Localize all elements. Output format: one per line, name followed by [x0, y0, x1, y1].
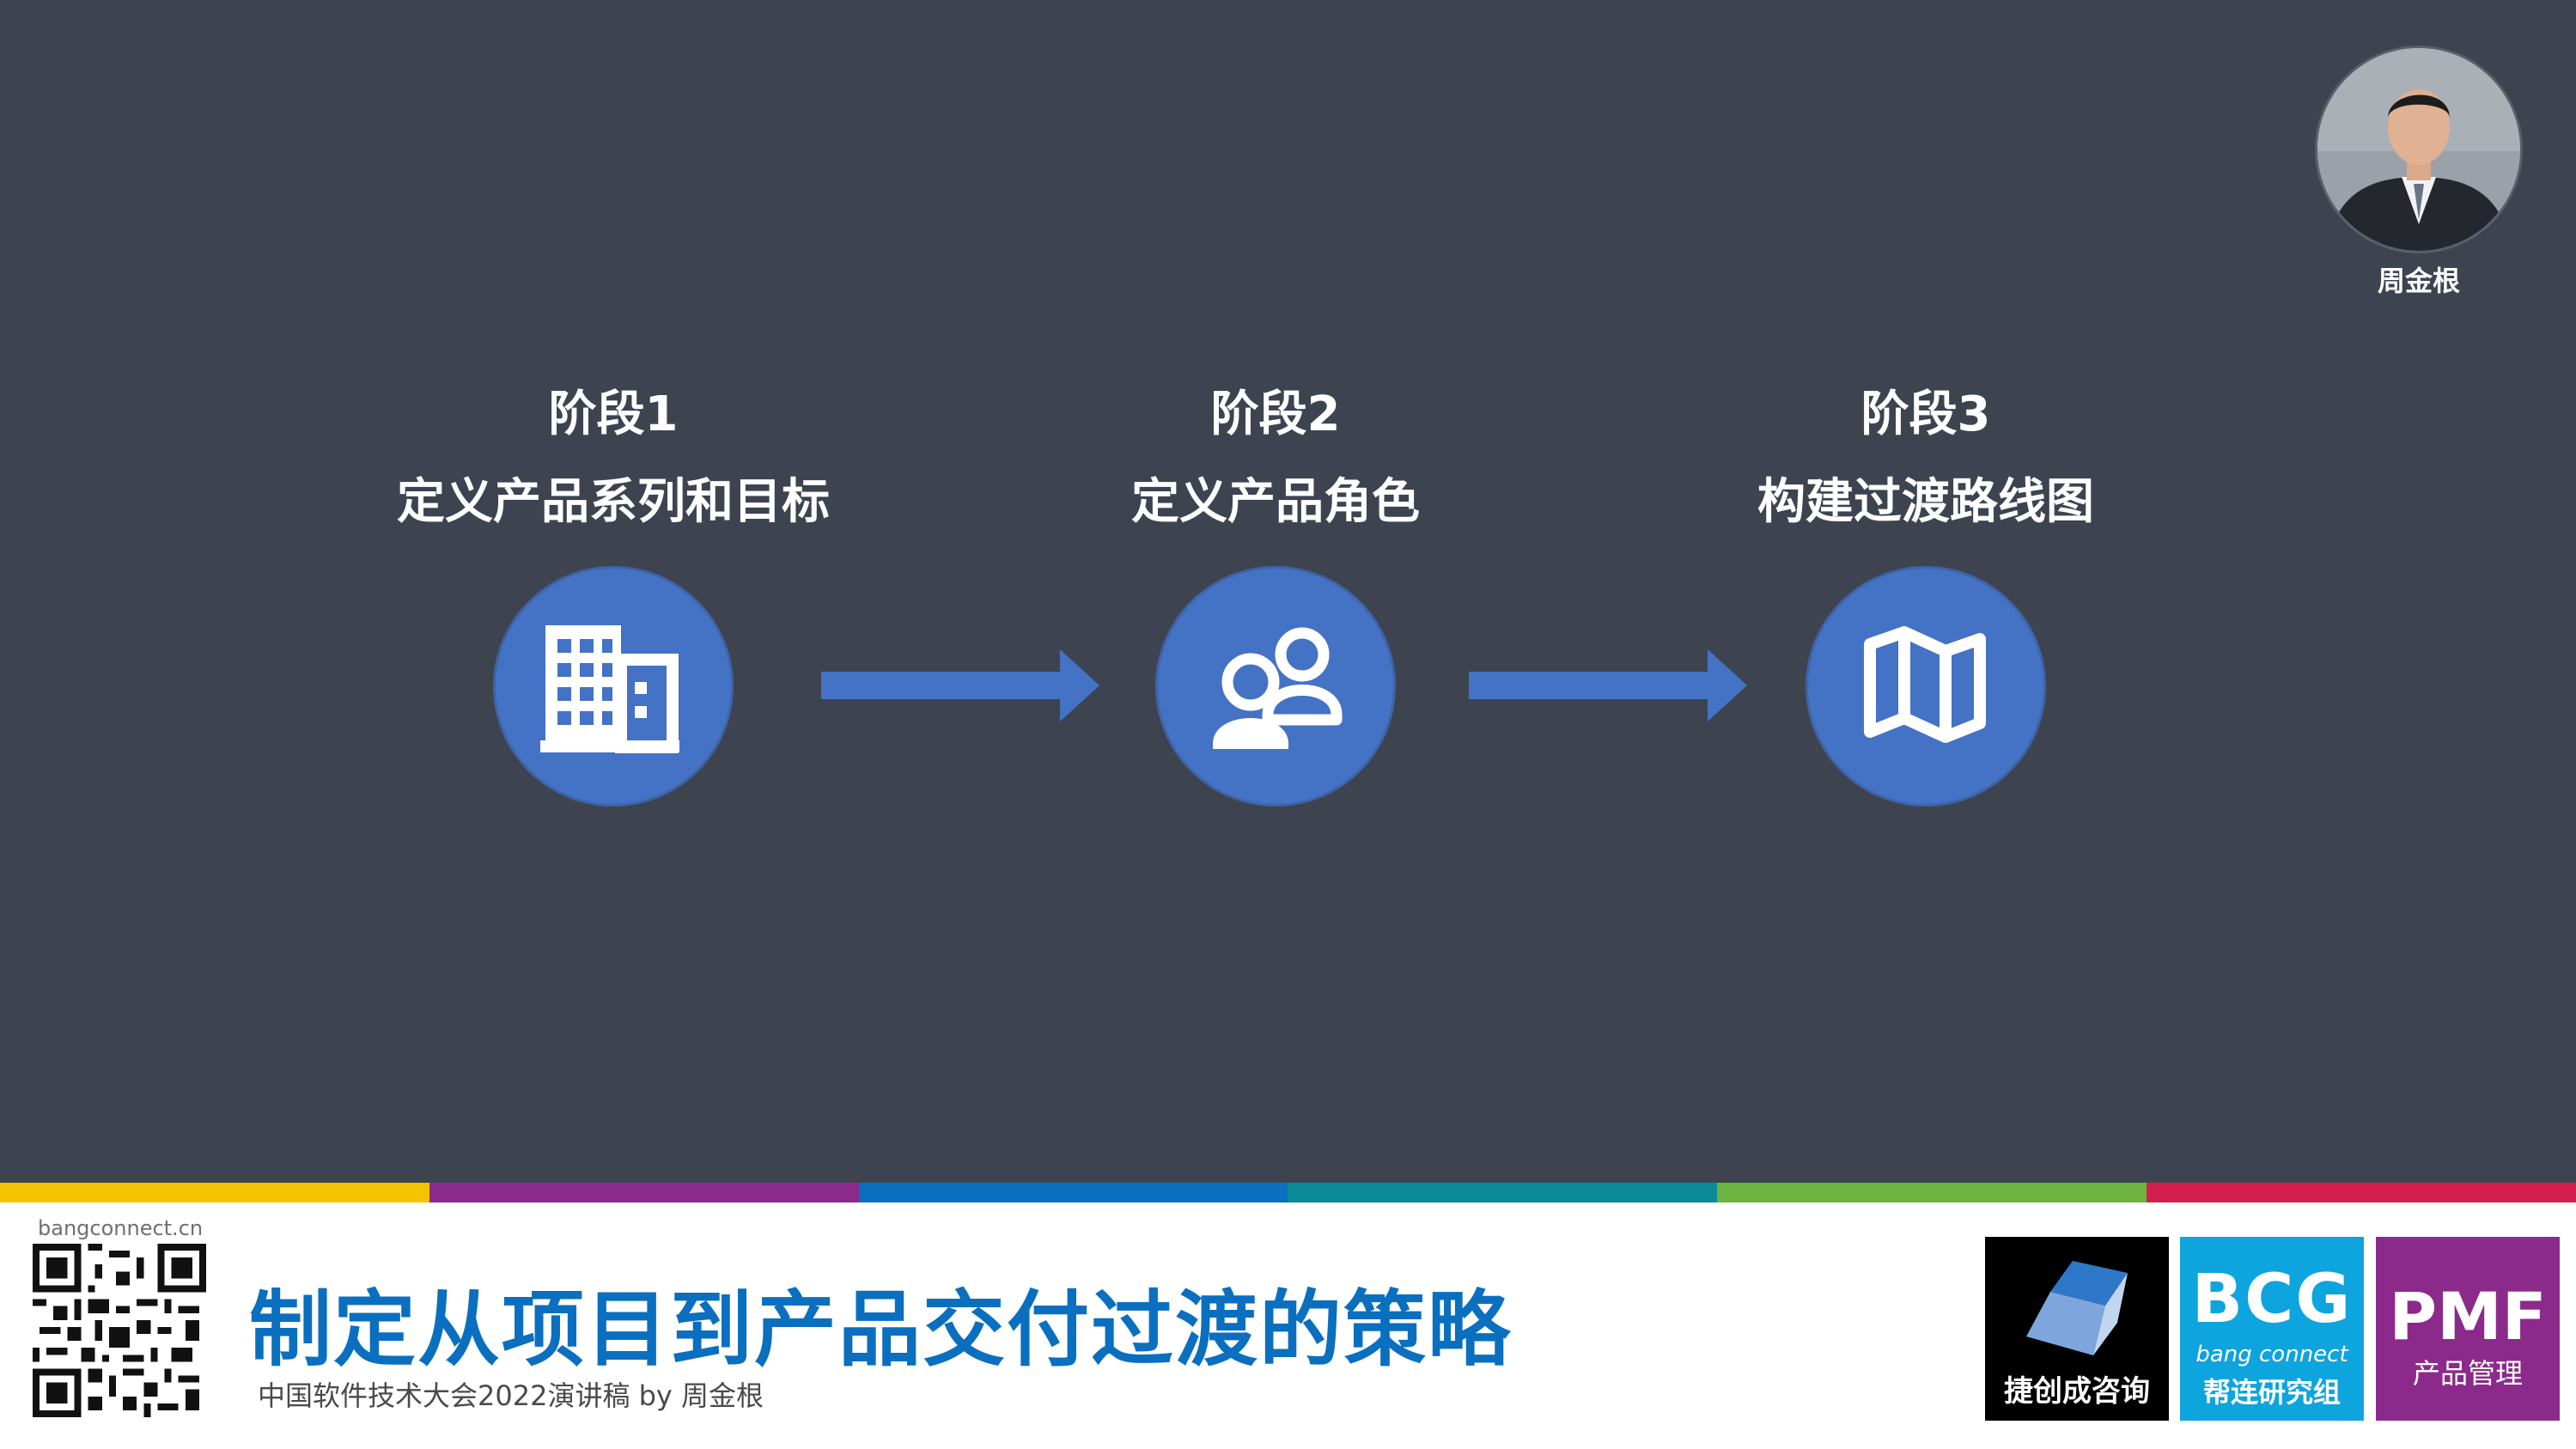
stage-3-heading: 阶段3 构建过渡路线图 [1668, 385, 2183, 533]
color-bar-red [2147, 1183, 2576, 1202]
jiechuang-logo[interactable]: 捷创成咨询 [1985, 1237, 2169, 1421]
stage-1-circle [496, 569, 731, 804]
stage-2-number: 阶段2 [1210, 387, 1341, 442]
color-bar-blue [858, 1183, 1288, 1202]
slide-body: 周金根 阶段1 定义产品系列和目标 阶段2 定义产品角色 [356, 48, 2520, 804]
stage-2-heading: 阶段2 定义产品角色 [1018, 385, 1533, 533]
stage-2-circle [1158, 569, 1393, 804]
bcg-logo-mark: BCG [2191, 1261, 2353, 1338]
presenter-name: 周金根 [2377, 265, 2460, 297]
stage-1-number: 阶段1 [548, 387, 679, 442]
color-bar-green [1717, 1183, 2147, 1202]
stage-1-description: 定义产品系列和目标 [397, 474, 830, 530]
building-icon [540, 625, 679, 753]
cube-icon [2026, 1261, 2128, 1355]
people-icon [1213, 627, 1343, 749]
color-bar [0, 1183, 2576, 1202]
arrow-icon-2 [1469, 649, 1747, 721]
stage-3-description: 构建过渡路线图 [1757, 474, 2094, 530]
page-subtitle: 中国软件技术大会2022演讲稿 by 周金根 [258, 1379, 764, 1412]
stage-3-circle [1808, 569, 2043, 804]
color-bar-teal [1288, 1183, 1718, 1202]
presenter-avatar [2317, 48, 2520, 251]
pmf-logo-mark: PMF [2389, 1278, 2547, 1355]
arrow-icon-1 [821, 649, 1099, 721]
stage-1-heading: 阶段1 定义产品系列和目标 [356, 385, 871, 533]
bcg-logo[interactable]: BCG bang connect 帮连研究组 [2180, 1237, 2364, 1421]
bcg-logo-tagline: bang connect [2195, 1342, 2348, 1367]
jiechuang-logo-label: 捷创成咨询 [2004, 1374, 2150, 1409]
site-url: bangconnect.cn [38, 1216, 204, 1240]
pmf-logo[interactable]: PMF 产品管理 [2376, 1237, 2560, 1421]
bcg-logo-label: 帮连研究组 [2202, 1376, 2341, 1409]
pmf-logo-label: 产品管理 [2412, 1357, 2523, 1390]
qr-code-icon[interactable] [33, 1244, 206, 1417]
footer: bangconnect.cn 制定从项目到产品交付过渡的策略 中国软件技术大会2… [0, 1202, 2576, 1449]
stage-2-description: 定义产品角色 [1131, 474, 1420, 530]
color-bar-purple [429, 1183, 859, 1202]
color-bar-yellow [0, 1183, 429, 1202]
map-icon [1864, 626, 1986, 743]
page-title: 制定从项目到产品交付过渡的策略 [249, 1282, 1512, 1378]
stage-3-number: 阶段3 [1860, 387, 1991, 442]
